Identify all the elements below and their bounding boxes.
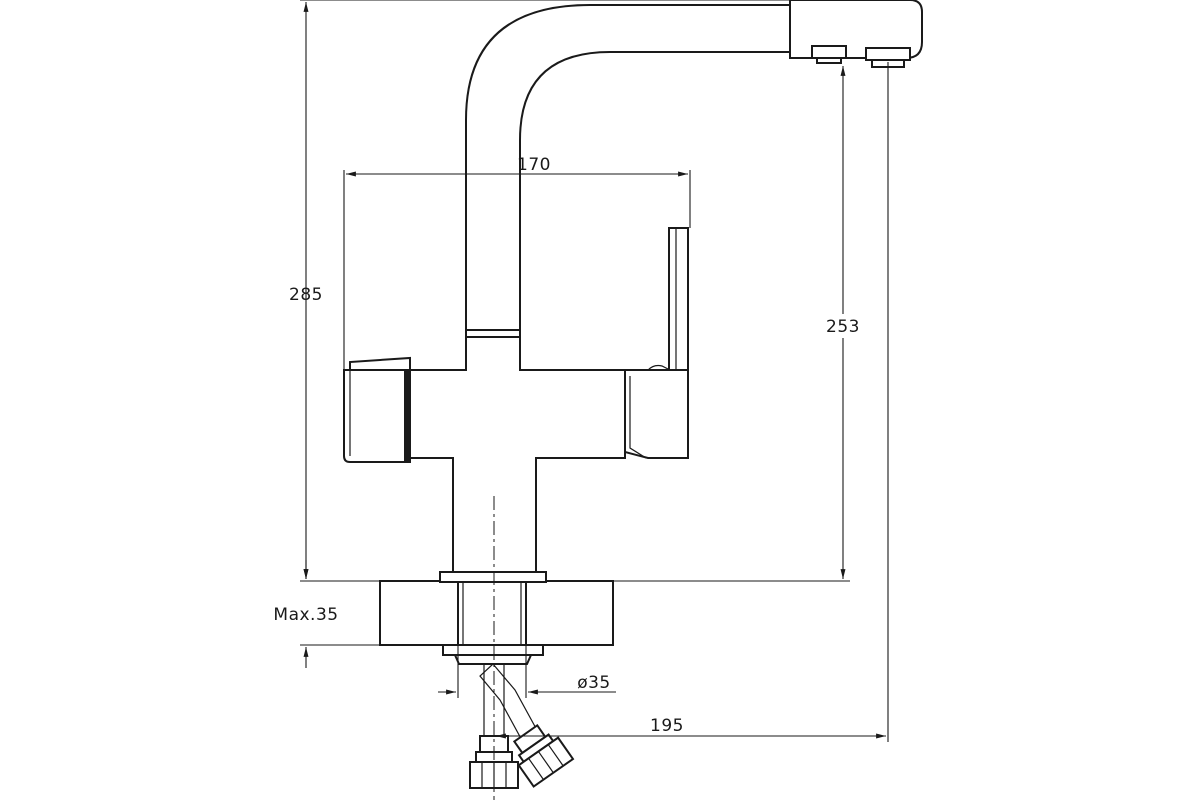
flexible-hoses xyxy=(469,663,575,789)
dimension-diameter-35-label: ø35 xyxy=(577,673,611,693)
right-handle xyxy=(624,227,689,459)
dimension-285-label: 285 xyxy=(289,285,323,305)
mounting-shank xyxy=(439,571,547,665)
dimension-195-label: 195 xyxy=(650,716,684,736)
dimension-diameter-35: ø35 xyxy=(438,645,616,698)
left-handle xyxy=(343,356,411,463)
dimension-195: 195 xyxy=(496,62,889,742)
dimension-170: 170 xyxy=(343,155,691,370)
faucet-base-body xyxy=(409,335,626,572)
dimension-253: 253 xyxy=(613,66,862,582)
dimension-285: 285 xyxy=(289,0,790,582)
dimension-170-label: 170 xyxy=(517,155,551,175)
dimension-max-35: Max.35 xyxy=(273,560,380,668)
dimension-max-35-label: Max.35 xyxy=(273,605,338,625)
dimension-253-label: 253 xyxy=(826,317,860,337)
